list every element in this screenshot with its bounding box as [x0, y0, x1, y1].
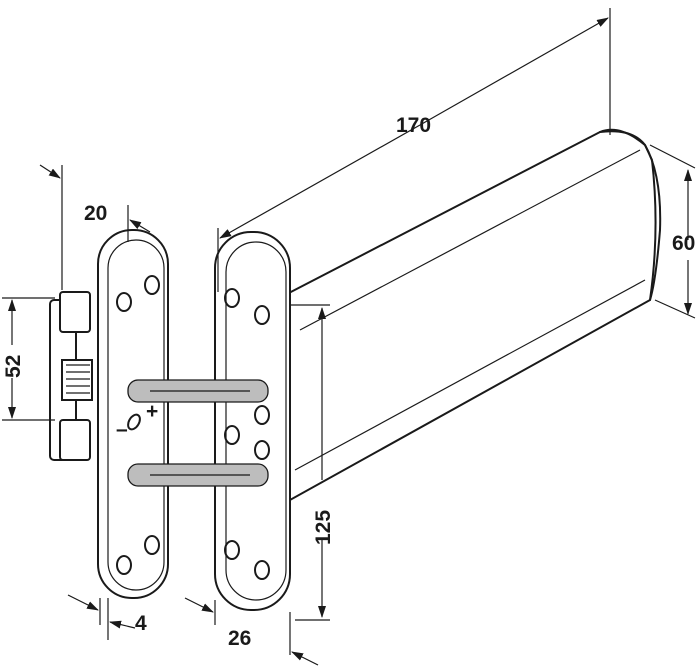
- adjust-plus-label: +: [146, 400, 158, 423]
- upper-chain: [127, 379, 269, 403]
- dimension-height-label: 60: [672, 232, 695, 255]
- dimension-20: 20: [39, 164, 151, 290]
- mounting-bracket: [49, 291, 93, 461]
- dimension-offset-label: 20: [84, 202, 107, 225]
- dimension-length-label: 170: [396, 114, 431, 137]
- dimension-bracket-label: 52: [2, 355, 25, 378]
- lower-chain: [127, 463, 269, 487]
- closer-body: [283, 128, 662, 502]
- adjust-screw-icon: [127, 413, 141, 431]
- dimension-125: 125: [290, 304, 335, 621]
- dimension-60: 60: [649, 144, 695, 319]
- dimension-4: 4: [67, 594, 147, 640]
- right-mounting-plate: [214, 231, 291, 611]
- dimension-26: 26: [184, 597, 319, 666]
- dimension-52: 52: [2, 297, 55, 421]
- left-mounting-plate: – +: [97, 229, 169, 599]
- dimension-170: 170: [217, 8, 611, 292]
- dimension-width-label: 26: [228, 627, 251, 650]
- adjust-minus-label: –: [116, 418, 128, 441]
- dimension-thickness-label: 4: [135, 612, 147, 635]
- dimension-plate-height-label: 125: [312, 510, 335, 545]
